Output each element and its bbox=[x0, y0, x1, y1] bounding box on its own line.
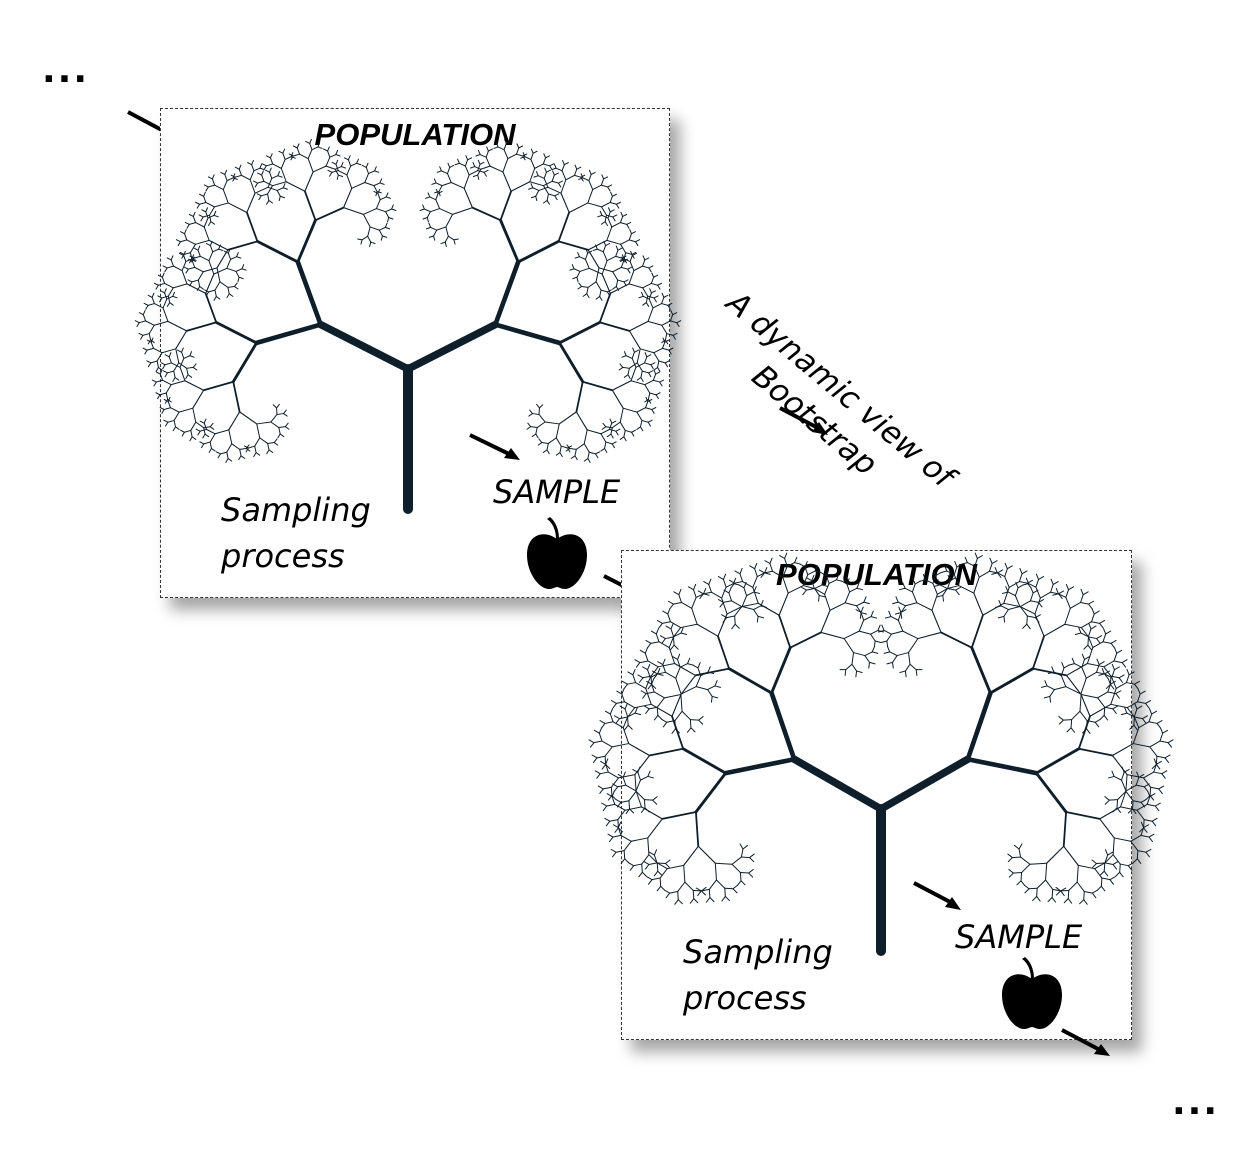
sample-label: SAMPLE bbox=[493, 473, 621, 511]
sample-label: SAMPLE bbox=[955, 918, 1083, 956]
sample-arrow-icon bbox=[469, 433, 520, 460]
apple-icon bbox=[527, 517, 587, 589]
sampling-line-1: Sampling bbox=[683, 933, 833, 971]
population-panel-2: POPULATION SAMPLE Sampling process bbox=[588, 550, 1174, 1040]
sampling-process-label: Sampling process bbox=[683, 929, 833, 1021]
tree-icon bbox=[134, 138, 682, 514]
sample-arrow-icon bbox=[913, 881, 961, 910]
sampling-process-label: Sampling process bbox=[221, 487, 371, 579]
ellipsis-bottom: ... bbox=[1172, 1082, 1220, 1123]
sampling-line-2: process bbox=[221, 537, 345, 575]
sampling-line-2: process bbox=[683, 979, 807, 1017]
sampling-line-1: Sampling bbox=[221, 491, 371, 529]
ellipsis-top: ... bbox=[42, 50, 90, 91]
population-panel-1: POPULATION SAMPLE Sampling process bbox=[134, 108, 682, 598]
population-title: POPULATION bbox=[314, 117, 516, 152]
apple-icon bbox=[1002, 957, 1062, 1029]
tree-icon bbox=[588, 552, 1174, 956]
caption-arrow-icon bbox=[779, 406, 828, 435]
arrow-out-bottom-icon bbox=[1061, 1028, 1110, 1056]
